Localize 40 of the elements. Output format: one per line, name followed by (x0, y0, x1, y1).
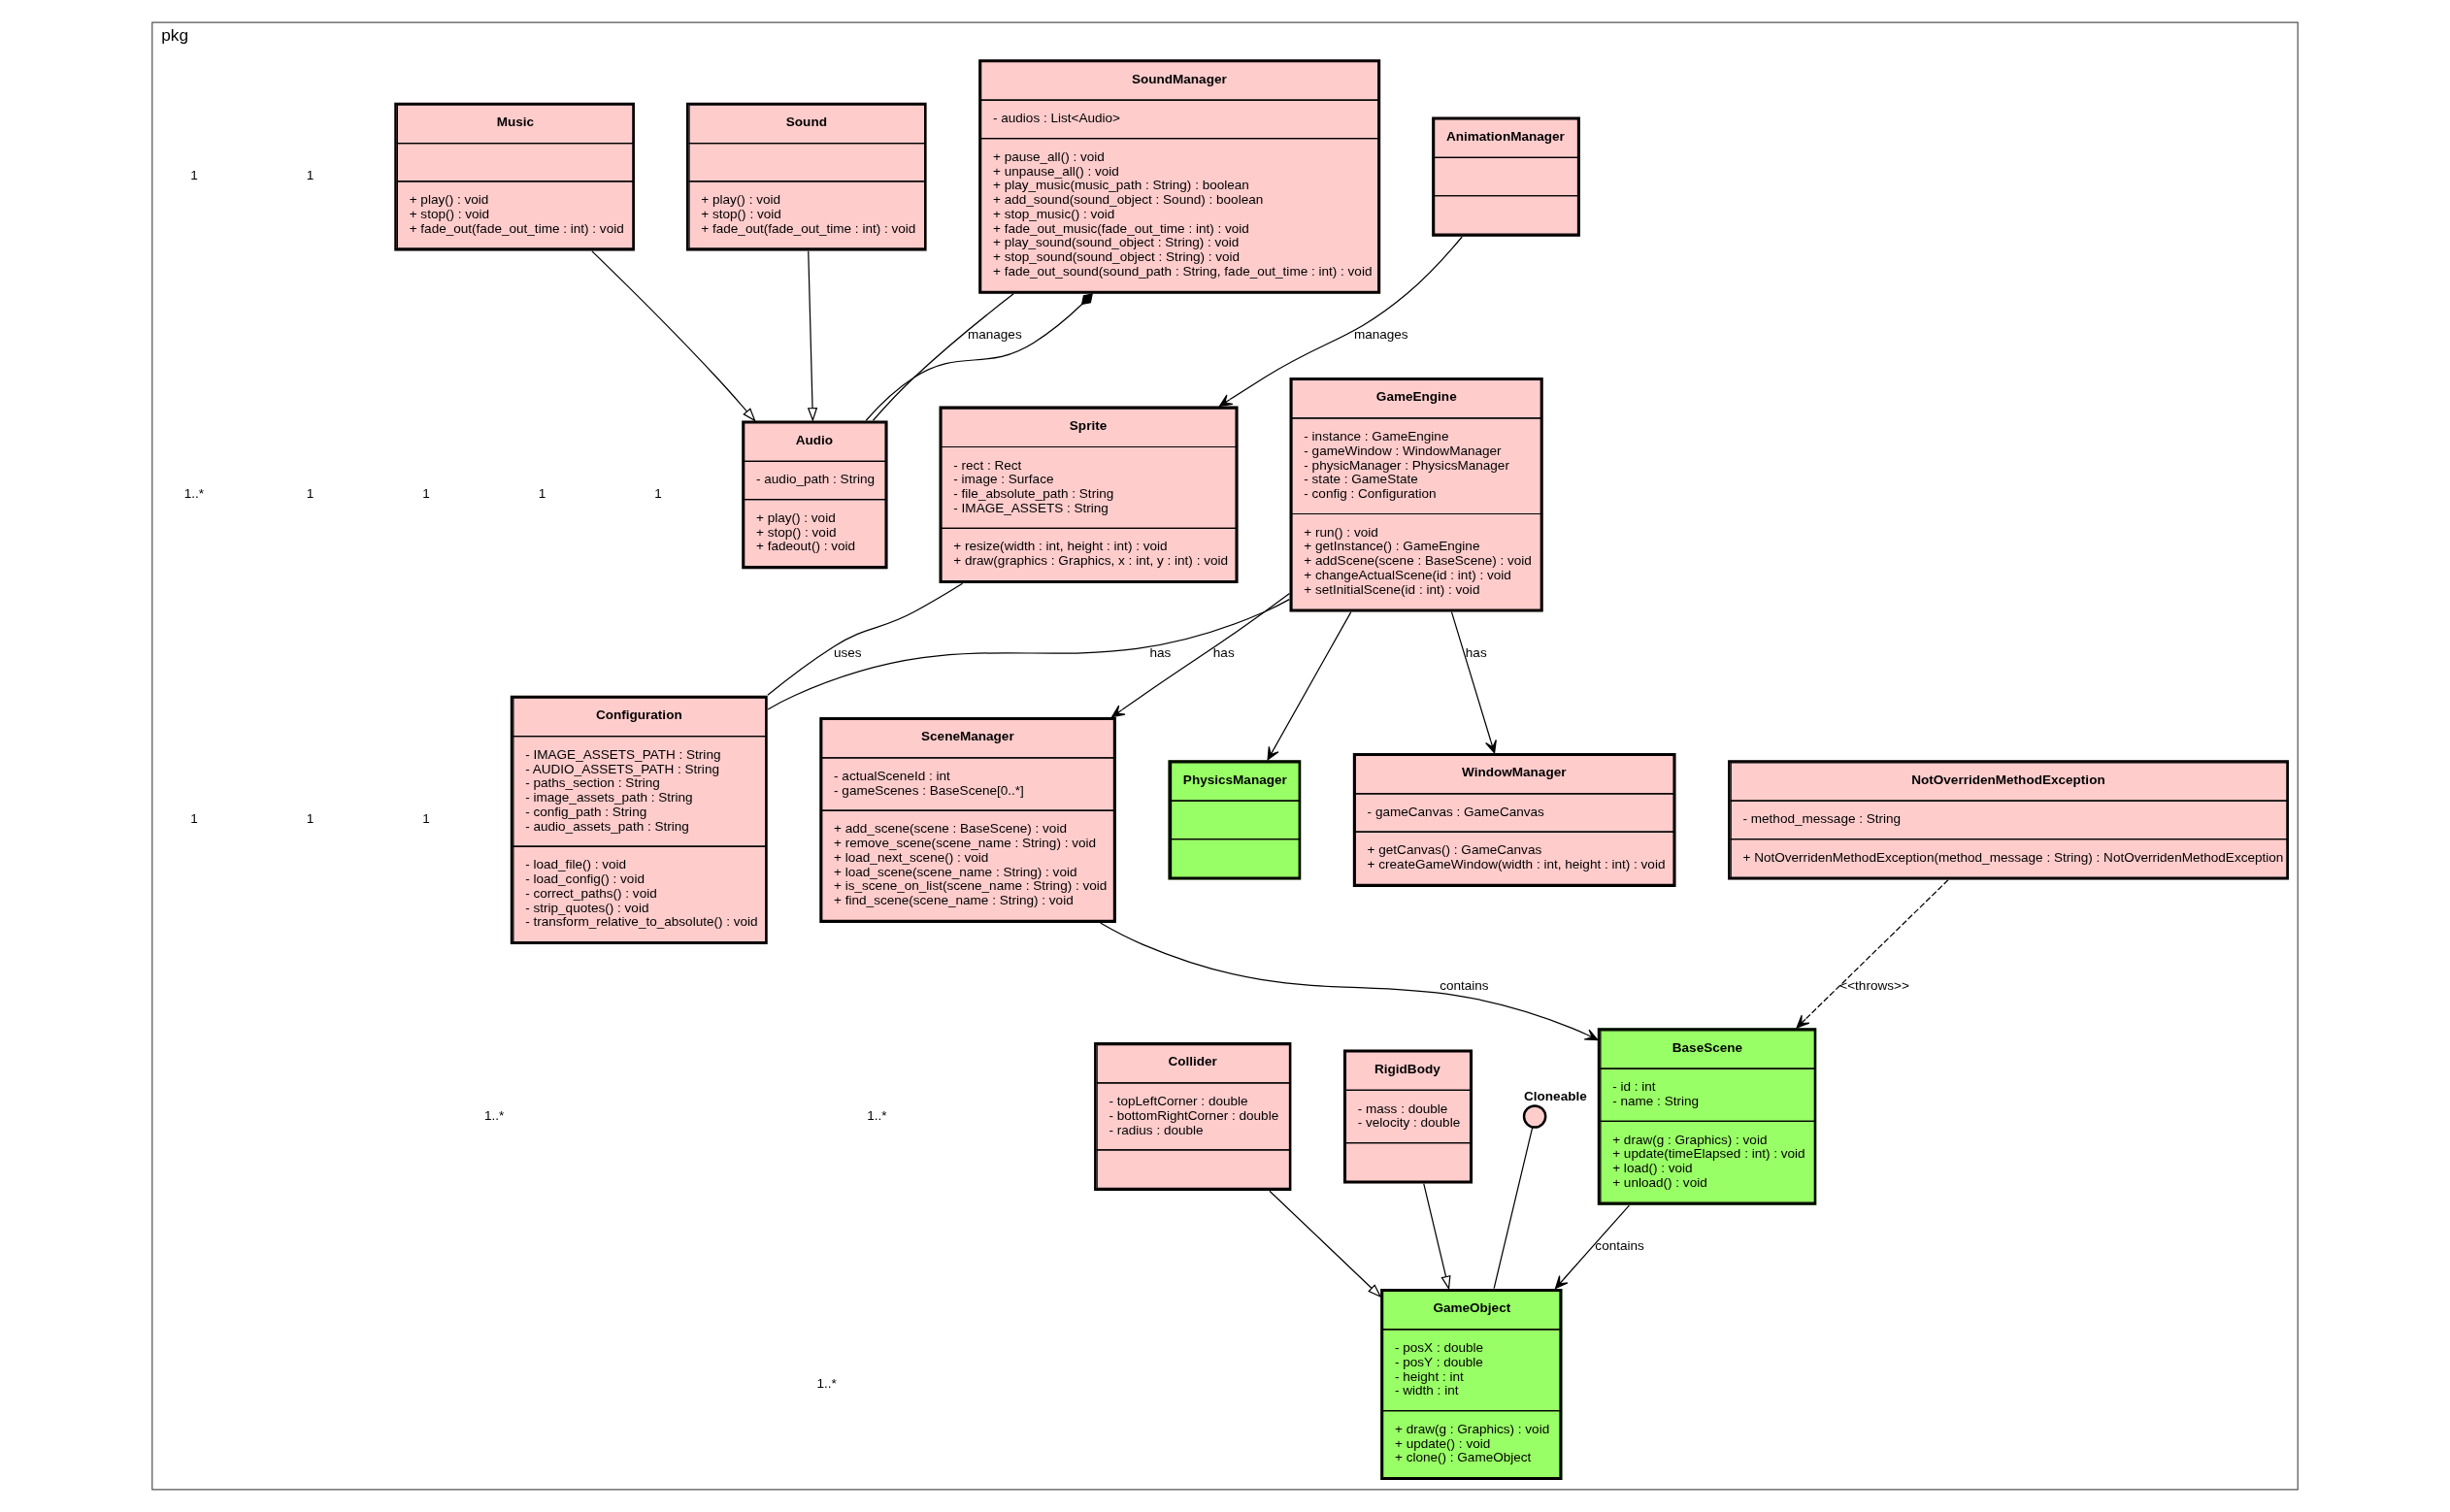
node-circle (1522, 1104, 1547, 1129)
arrow (1218, 236, 1463, 407)
connector (872, 293, 1014, 421)
arrow (1423, 1183, 1451, 1291)
connector (865, 293, 1093, 421)
node-label: Cloneable (1524, 1089, 1587, 1104)
label: 1 (654, 486, 662, 502)
arrow (591, 250, 756, 422)
arrow (1111, 593, 1291, 718)
arrow (1796, 879, 1949, 1029)
arrow (807, 250, 818, 422)
label: 1 (422, 486, 430, 502)
edge-label: manages (1353, 327, 1408, 343)
arrow (1100, 922, 1599, 1041)
edge-label: has (1149, 645, 1172, 661)
edge-label: <<throws>> (1839, 977, 1909, 993)
arrow (1269, 1190, 1382, 1298)
edge-label: contains (1595, 1238, 1644, 1254)
connector (767, 599, 1290, 710)
edge-label: uses (833, 645, 862, 661)
arrow (1450, 611, 1497, 754)
arrow (1267, 611, 1352, 761)
label: 1..* (867, 1107, 887, 1123)
label: 1 (306, 168, 315, 183)
label: 1 (190, 811, 198, 827)
label: 1..* (183, 486, 205, 502)
label: 1 (190, 168, 198, 183)
label: 1..* (816, 1375, 837, 1391)
label: 1 (306, 486, 315, 502)
edge-label: contains (1440, 977, 1489, 993)
edge-label: has (1465, 645, 1487, 661)
connector (1493, 1126, 1534, 1290)
label: 1..* (484, 1107, 505, 1123)
label: 1 (538, 486, 546, 502)
label: 1 (422, 811, 430, 827)
edge-label: has (1212, 645, 1235, 661)
connector (767, 582, 964, 696)
arrow (1554, 1204, 1630, 1290)
edge-label: manages (967, 327, 1022, 343)
label: 1 (306, 811, 315, 827)
